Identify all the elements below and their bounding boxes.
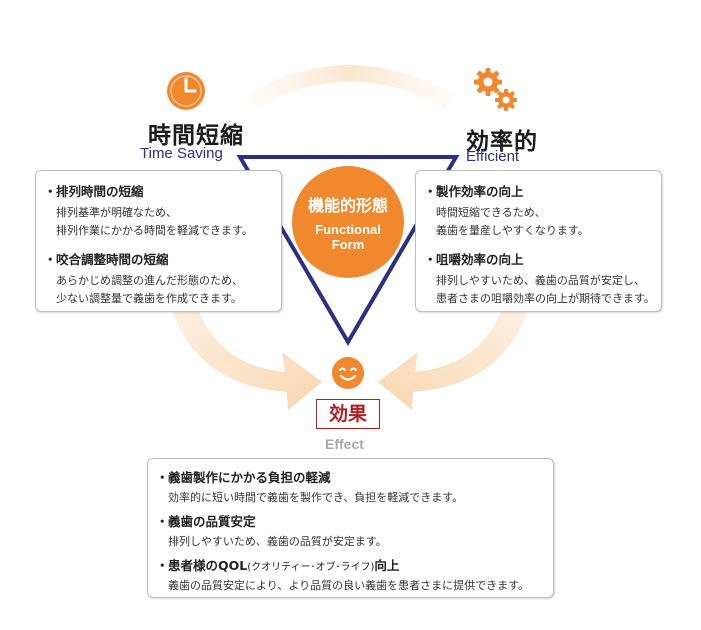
item-title-small: (クオリティー･オブ･ライフ)	[247, 562, 375, 573]
item-desc-line: 時間短縮できるため、	[436, 206, 546, 219]
item-desc: 排列しやすいため、義歯の品質が安定ます。	[168, 535, 387, 548]
right-title-jp: 効率的	[466, 128, 538, 155]
item-title: 排列時間の短縮	[56, 184, 144, 199]
list-item: ・咬合調整時間の短縮 あらかじめ調整の進んだ形態のため、 少ない調整量で義歯を作…	[44, 249, 243, 308]
efficient-box: ・製作効率の向上 時間短縮できるため、 義歯を量産しやすくなります。 ・咀嚼効率…	[415, 170, 662, 312]
item-desc-line: 義歯を量産しやすくなります。	[436, 224, 589, 237]
gears-icon	[474, 68, 517, 111]
functional-form-circle: 機能的形態 Functional Form	[292, 166, 404, 278]
center-title-en-line1: Functional	[315, 222, 381, 237]
effect-title-en: Effect	[325, 436, 364, 452]
item-title-end: 向上	[374, 558, 400, 573]
bullet: ・	[424, 184, 437, 199]
item-desc: 義歯の品質安定により、より品質の良い義歯を患者さまに提供できます。	[168, 579, 530, 592]
list-item: ・咀嚼効率の向上 排列しやすいため、義歯の品質が安定し、 患者さまの咀嚼効率の向…	[424, 249, 655, 308]
bullet: ・	[156, 558, 169, 573]
item-title: 咬合調整時間の短縮	[56, 252, 169, 267]
item-desc-line: 排列基準が明確なため、	[56, 206, 177, 219]
item-title: 義歯製作にかかる負担の軽減	[168, 470, 331, 485]
smiley-icon	[332, 357, 364, 389]
left-curved-arrow	[170, 300, 322, 410]
time-saving-box: ・排列時間の短縮 排列基準が明確なため、 排列作業にかかる時間を軽減できます。 …	[35, 170, 282, 312]
bullet: ・	[424, 252, 437, 267]
list-item: ・義歯製作にかかる負担の軽減 効率的に短い時間で義歯を製作でき、負担を軽減できま…	[156, 467, 463, 507]
right-title-en: Efficient	[466, 148, 520, 165]
triangle-outline	[236, 155, 460, 346]
list-item: ・製作効率の向上 時間短縮できるため、 義歯を量産しやすくなります。	[424, 181, 589, 240]
list-item: ・排列時間の短縮 排列基準が明確なため、 排列作業にかかる時間を軽減できます。	[44, 181, 253, 240]
effect-title-jp: 効果	[316, 399, 380, 429]
item-desc-line: 排列しやすいため、義歯の品質が安定し、	[436, 274, 645, 287]
right-curved-arrow	[378, 300, 530, 410]
bullet: ・	[156, 470, 169, 485]
left-title-jp: 時間短縮	[148, 122, 244, 149]
list-item: ・患者様のQOL(クオリティー･オブ･ライフ)向上 義歯の品質安定により、より品…	[156, 555, 529, 595]
top-arc	[245, 65, 455, 108]
clock-icon	[167, 72, 205, 110]
center-title-jp: 機能的形態	[307, 196, 388, 215]
bullet: ・	[44, 252, 57, 267]
item-desc-line: あらかじめ調整の進んだ形態のため、	[56, 274, 243, 287]
item-title: 製作効率の向上	[436, 184, 524, 199]
item-desc: 効率的に短い時間で義歯を製作でき、負担を軽減できます。	[168, 491, 464, 504]
item-title: 患者様のQOL	[168, 558, 248, 573]
bullet: ・	[44, 184, 57, 199]
item-desc-line: 患者さまの咀嚼効率の向上が期待できます。	[436, 292, 655, 305]
item-desc-line: 排列作業にかかる時間を軽減できます。	[56, 224, 253, 237]
left-title-en: Time Saving	[140, 145, 223, 162]
item-desc-line: 少ない調整量で義歯を作成できます。	[56, 292, 242, 305]
list-item: ・義歯の品質安定 排列しやすいため、義歯の品質が安定ます。	[156, 511, 387, 551]
item-title: 咀嚼効率の向上	[436, 252, 524, 267]
center-title-en-line2: Form	[331, 237, 365, 252]
item-title: 義歯の品質安定	[168, 514, 256, 529]
effect-box: ・義歯製作にかかる負担の軽減 効率的に短い時間で義歯を製作でき、負担を軽減できま…	[147, 458, 554, 598]
bullet: ・	[156, 514, 169, 529]
